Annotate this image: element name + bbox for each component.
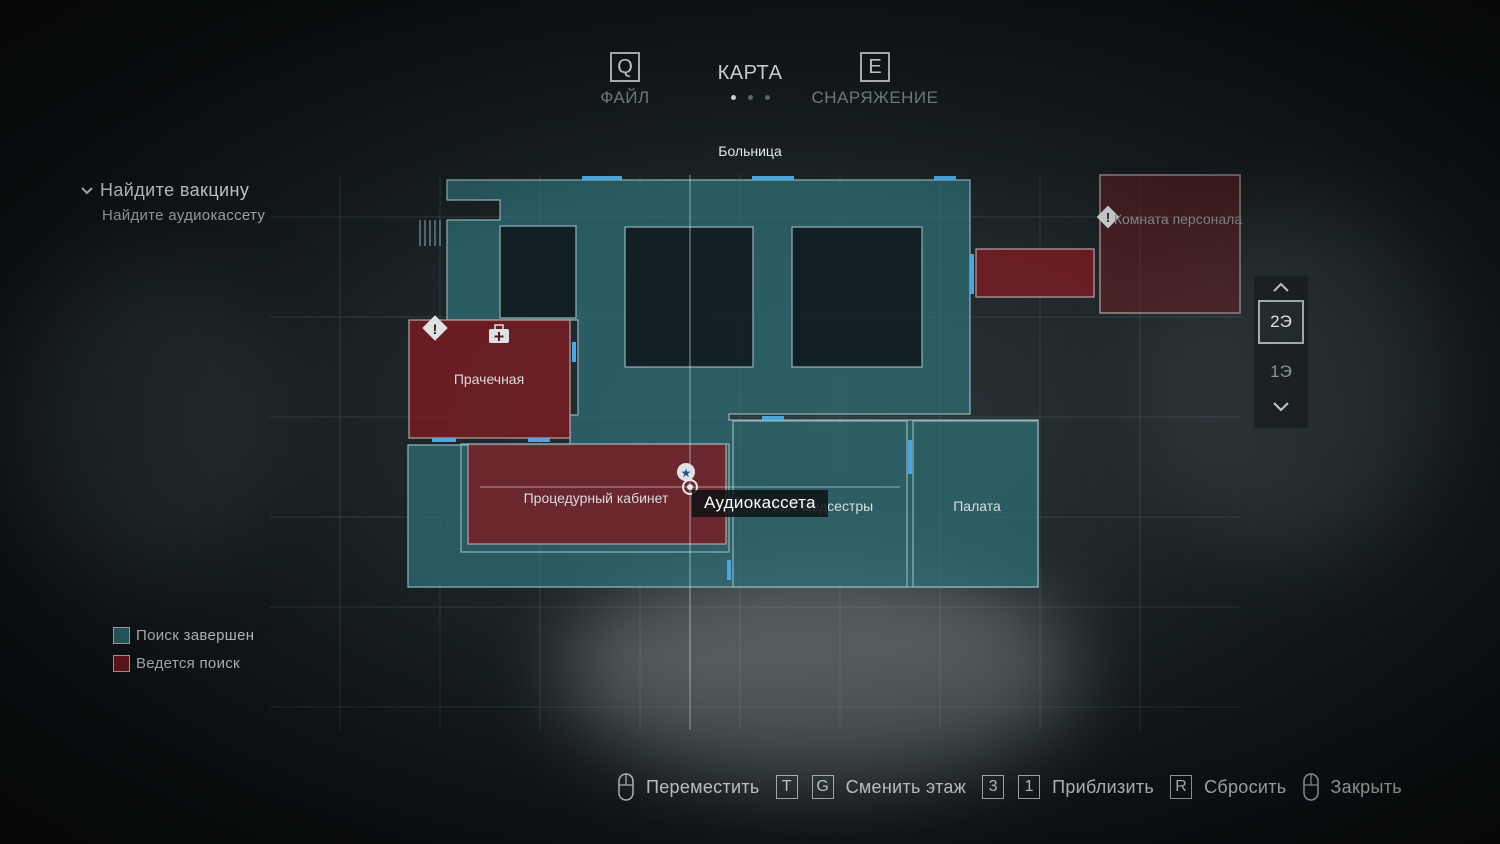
hint-reset-label: Сбросить [1204, 776, 1287, 797]
key-g: G [811, 775, 834, 799]
svg-text:!: ! [1106, 210, 1110, 225]
item-tooltip: Аудиокассета [692, 490, 828, 517]
floor-selector: 2Э 1Э [1254, 276, 1308, 428]
hint-zoom-label: Приблизить [1052, 776, 1155, 797]
hint-move[interactable]: Переместить [618, 773, 760, 801]
hint-zoom[interactable]: 3 1 Приблизить [982, 775, 1154, 799]
svg-text:!: ! [433, 321, 438, 337]
floor-down-button[interactable] [1254, 400, 1308, 418]
room-dark [791, 226, 923, 368]
room-dark [624, 226, 754, 368]
room-label-procedure: Процедурный кабинет [524, 490, 669, 506]
legend-label-searched: Поиск завершен [136, 626, 255, 644]
room-dark [499, 225, 577, 319]
mouse-icon [1302, 773, 1319, 801]
legend-swatch-in-progress [113, 654, 130, 672]
key-1: 1 [1018, 775, 1041, 799]
hint-close[interactable]: Закрыть [1302, 773, 1402, 801]
room-label-laundry: Прачечная [454, 371, 524, 387]
floor-2f-button[interactable]: 2Э [1258, 300, 1304, 344]
key-t: T [775, 775, 798, 799]
item-star-icon[interactable]: ★ [677, 463, 695, 481]
mouse-icon [618, 773, 634, 801]
room-staff [1099, 174, 1241, 314]
legend-in-progress: Ведется поиск [113, 649, 254, 677]
room-label-ward: Палата [953, 498, 1001, 514]
key-r: R [1170, 775, 1193, 799]
hint-reset[interactable]: R Сбросить [1170, 775, 1286, 799]
map-legend: Поиск завершен Ведется поиск [113, 621, 254, 677]
hint-move-label: Переместить [646, 776, 760, 797]
chevron-down-icon [1273, 402, 1289, 412]
floor-1f-button[interactable]: 1Э [1270, 362, 1292, 381]
floor-up-button[interactable] [1254, 280, 1308, 298]
control-hints: Переместить T G Сменить этаж 3 1 Приблиз… [618, 770, 1418, 804]
room-corridor-red [975, 248, 1095, 298]
hint-change-floor-label: Сменить этаж [845, 776, 967, 797]
legend-searched: Поиск завершен [113, 621, 254, 649]
legend-swatch-searched [113, 626, 130, 644]
chevron-up-icon [1273, 282, 1289, 292]
hint-change-floor[interactable]: T G Сменить этаж [775, 775, 967, 799]
svg-text:★: ★ [681, 466, 692, 480]
hint-close-label: Закрыть [1330, 776, 1402, 797]
stairs-icon [419, 220, 441, 246]
legend-label-in-progress: Ведется поиск [136, 654, 240, 672]
key-3: 3 [982, 775, 1005, 799]
room-label-staff: Комната персонала [1114, 211, 1242, 227]
